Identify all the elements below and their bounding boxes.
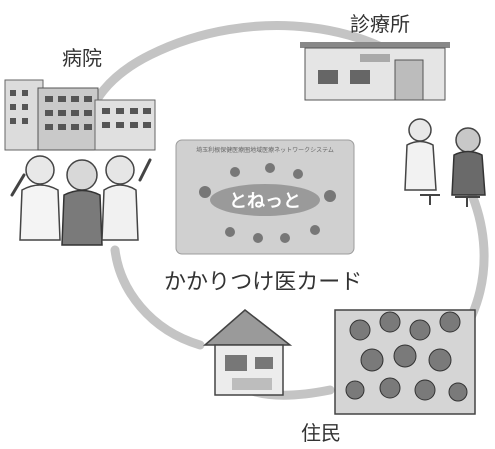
kakaritsuke-card: 埼玉利根保健医療圏地域医療ネットワークシステム とねっと <box>175 139 355 255</box>
clinic-building-illustration <box>300 42 450 101</box>
card-logo-text: とねっと <box>229 191 301 212</box>
residents-crowd-illustration <box>334 309 476 415</box>
house-illustration <box>203 309 293 396</box>
hospital-building-illustration <box>4 79 156 151</box>
label-residents: 住民 <box>301 421 341 445</box>
card-logo-oval <box>210 184 320 216</box>
card-header-text: 埼玉利根保健医療圏地域医療ネットワークシステム <box>196 146 334 154</box>
label-clinic: 診療所 <box>350 12 410 36</box>
hospital-staff-illustration <box>10 155 152 246</box>
label-card: かかりつけ医カード <box>164 270 363 295</box>
label-hospital: 病院 <box>62 46 102 70</box>
doctor-patient-illustration <box>404 118 486 207</box>
